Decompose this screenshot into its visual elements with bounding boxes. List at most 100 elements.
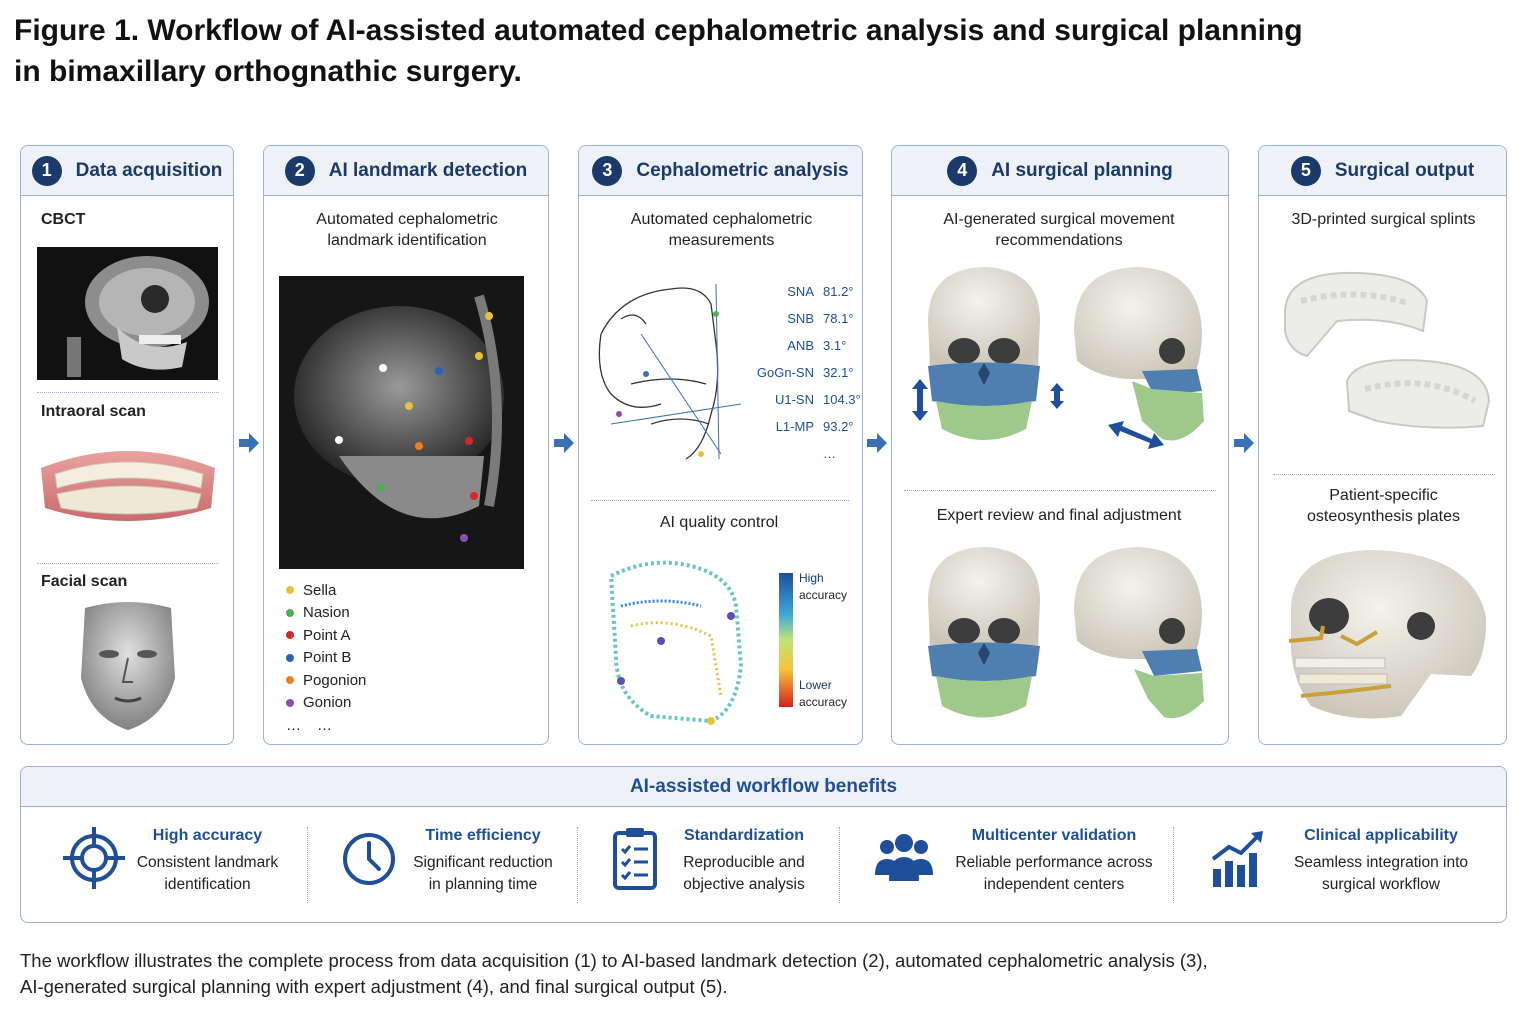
checklist-icon [613,828,657,890]
panel-cephalometric-analysis: 3 Cephalometric analysis Automated cepha… [578,145,863,745]
benefit-separator [577,827,578,903]
measurement-row: U1-SN 104.3° [751,392,862,419]
caption-line: The workflow illustrates the complete pr… [20,950,1208,971]
panel-title: Data acquisition [75,159,223,181]
panel-title: Cephalometric analysis [636,159,849,181]
panel-title: AI landmark detection [328,159,528,181]
measurement-name: L1-MP [775,419,814,434]
step-number-badge: 5 [1290,155,1321,186]
measurement-row: L1-MP 93.2° [751,419,862,446]
figure-title-line2: in bimaxillary orthognathic surgery. [14,55,522,88]
accuracy-color-scale [779,573,793,707]
step-number-badge: 2 [284,155,315,186]
panel-header: 4 AI surgical planning [892,146,1228,196]
ceph-tracing-image [598,283,742,460]
legend-item: Gonion [286,692,366,715]
review-title: Expert review and final adjustment [936,507,1182,524]
legend-dot [286,631,294,640]
figure-title: Figure 1. Workflow of AI-assisted automa… [14,10,1414,92]
splints-title: 3D-printed surgical splints [1291,211,1476,228]
benefit-multicenter-validation: Multicenter validation Reliable performa… [839,819,1173,909]
legend-more: … … [286,714,366,737]
benefit-title: Standardization [683,827,804,844]
flow-arrow-icon [1234,433,1254,453]
benefit-description: Seamless integration into surgical workf… [1293,854,1469,893]
benefit-description: Reliable performance across independent … [955,854,1153,893]
clock-icon [343,833,395,885]
benefit-title: Time efficiency [425,827,541,844]
intraoral-scan-label: Intraoral scan [41,403,146,420]
subtitle-line: osteosynthesis plates [1307,508,1460,525]
measurement-row: SNA 81.2° [751,284,862,311]
benefit-text: Time efficiency Significant reduction in… [403,819,563,909]
surgical-splints-image [1284,271,1491,429]
legend-label: Gonion [303,694,352,712]
osteosynthesis-plates-image [1288,550,1487,719]
section-divider [37,392,219,393]
benefit-description: Reproducible and objective analysis [683,854,805,893]
measurement-name: SNB [787,311,814,326]
step-number-badge: 4 [947,155,978,186]
benefit-text: Multicenter validation Reliable performa… [949,819,1159,909]
measurement-ellipsis: … [823,446,836,461]
panel-ai-landmark-detection: 2 AI landmark detection Automated cephal… [263,145,549,745]
legend-ellipsis: … [317,716,332,734]
benefit-title: Clinical applicability [1304,827,1458,844]
final-skull-plan-image [928,547,1204,719]
subtitle-line: Automated cephalometric [316,211,498,228]
legend-dot [286,676,294,685]
section-divider [1273,474,1495,475]
subtitle-line: measurements [668,232,775,249]
subtitle-line: Automated cephalometric [630,211,813,228]
figure-caption: The workflow illustrates the complete pr… [20,948,1500,1000]
panel-header: 3 Cephalometric analysis [579,146,862,196]
legend-label: Sella [303,581,337,599]
measurement-name: U1-SN [774,392,814,407]
legend-item: Point B [286,647,366,670]
panel-subtitle: Automated cephalometric landmark identif… [264,209,548,251]
xray-landmarks-image [279,276,524,569]
measurement-row: GoGn-SN 32.1° [751,365,862,392]
legend-dot [286,586,294,595]
measurement-value: 104.3° [823,392,861,407]
panel-ai-surgical-planning: 4 AI surgical planning AI-generated surg… [891,145,1229,745]
legend-label: Pogonion [303,671,367,689]
landmark-legend: Sella Nasion Point A Point B Pogonion Go… [286,579,366,737]
benefit-text: Clinical applicability Seamless integrat… [1281,819,1481,909]
benefit-description: Consistent landmark identification [136,854,279,893]
panel-subtitle: AI-generated surgical movement recommend… [892,209,1226,251]
benefit-standardization: Standardization Reproducible and objecti… [577,819,839,909]
benefit-clinical-applicability: Clinical applicability Seamless integrat… [1173,819,1506,909]
benefit-time-efficiency: Time efficiency Significant reduction in… [307,819,577,909]
panel-subtitle: Automated cephalometric measurements [579,209,862,251]
benefits-panel: AI-assisted workflow benefits High accur… [20,766,1507,923]
subtitle-line: landmark identification [327,232,487,249]
facial-scan-image [81,602,175,730]
measurement-value: 81.2° [823,284,854,299]
panel-title: AI surgical planning [991,159,1173,181]
benefit-separator [839,827,840,903]
measurement-list: SNA 81.2° SNB 78.1° ANB 3.1° GoGn-SN 32.… [751,284,862,466]
measurement-value: 32.1° [823,365,854,380]
legend-dot [286,653,294,662]
panel-header: 5 Surgical output [1259,146,1506,196]
section-divider [904,490,1216,491]
legend-dot [286,608,294,617]
benefit-title: High accuracy [152,827,263,844]
subtitle-line: Patient-specific [1329,487,1438,504]
measurement-value: 93.2° [823,419,854,434]
panel-header: 2 AI landmark detection [264,146,548,196]
panel-header: 1 Data acquisition [21,146,233,196]
measurement-more: … [751,446,862,466]
panel-surgical-output: 5 Surgical output 3D-printed surgical sp… [1258,145,1507,745]
benefit-text: Standardization Reproducible and objecti… [669,819,819,909]
target-icon [63,827,125,889]
benefit-title: Multicenter validation [971,827,1137,844]
measurement-value: 3.1° [823,338,847,353]
legend-item: Nasion [286,602,366,625]
subtitle-line: recommendations [995,232,1123,249]
measurement-name: ANB [787,338,814,353]
benefits-title: AI-assisted workflow benefits [21,767,1506,807]
caption-line: AI-generated surgical planning with expe… [20,976,728,997]
scale-low-label: Lower accuracy [799,678,848,709]
